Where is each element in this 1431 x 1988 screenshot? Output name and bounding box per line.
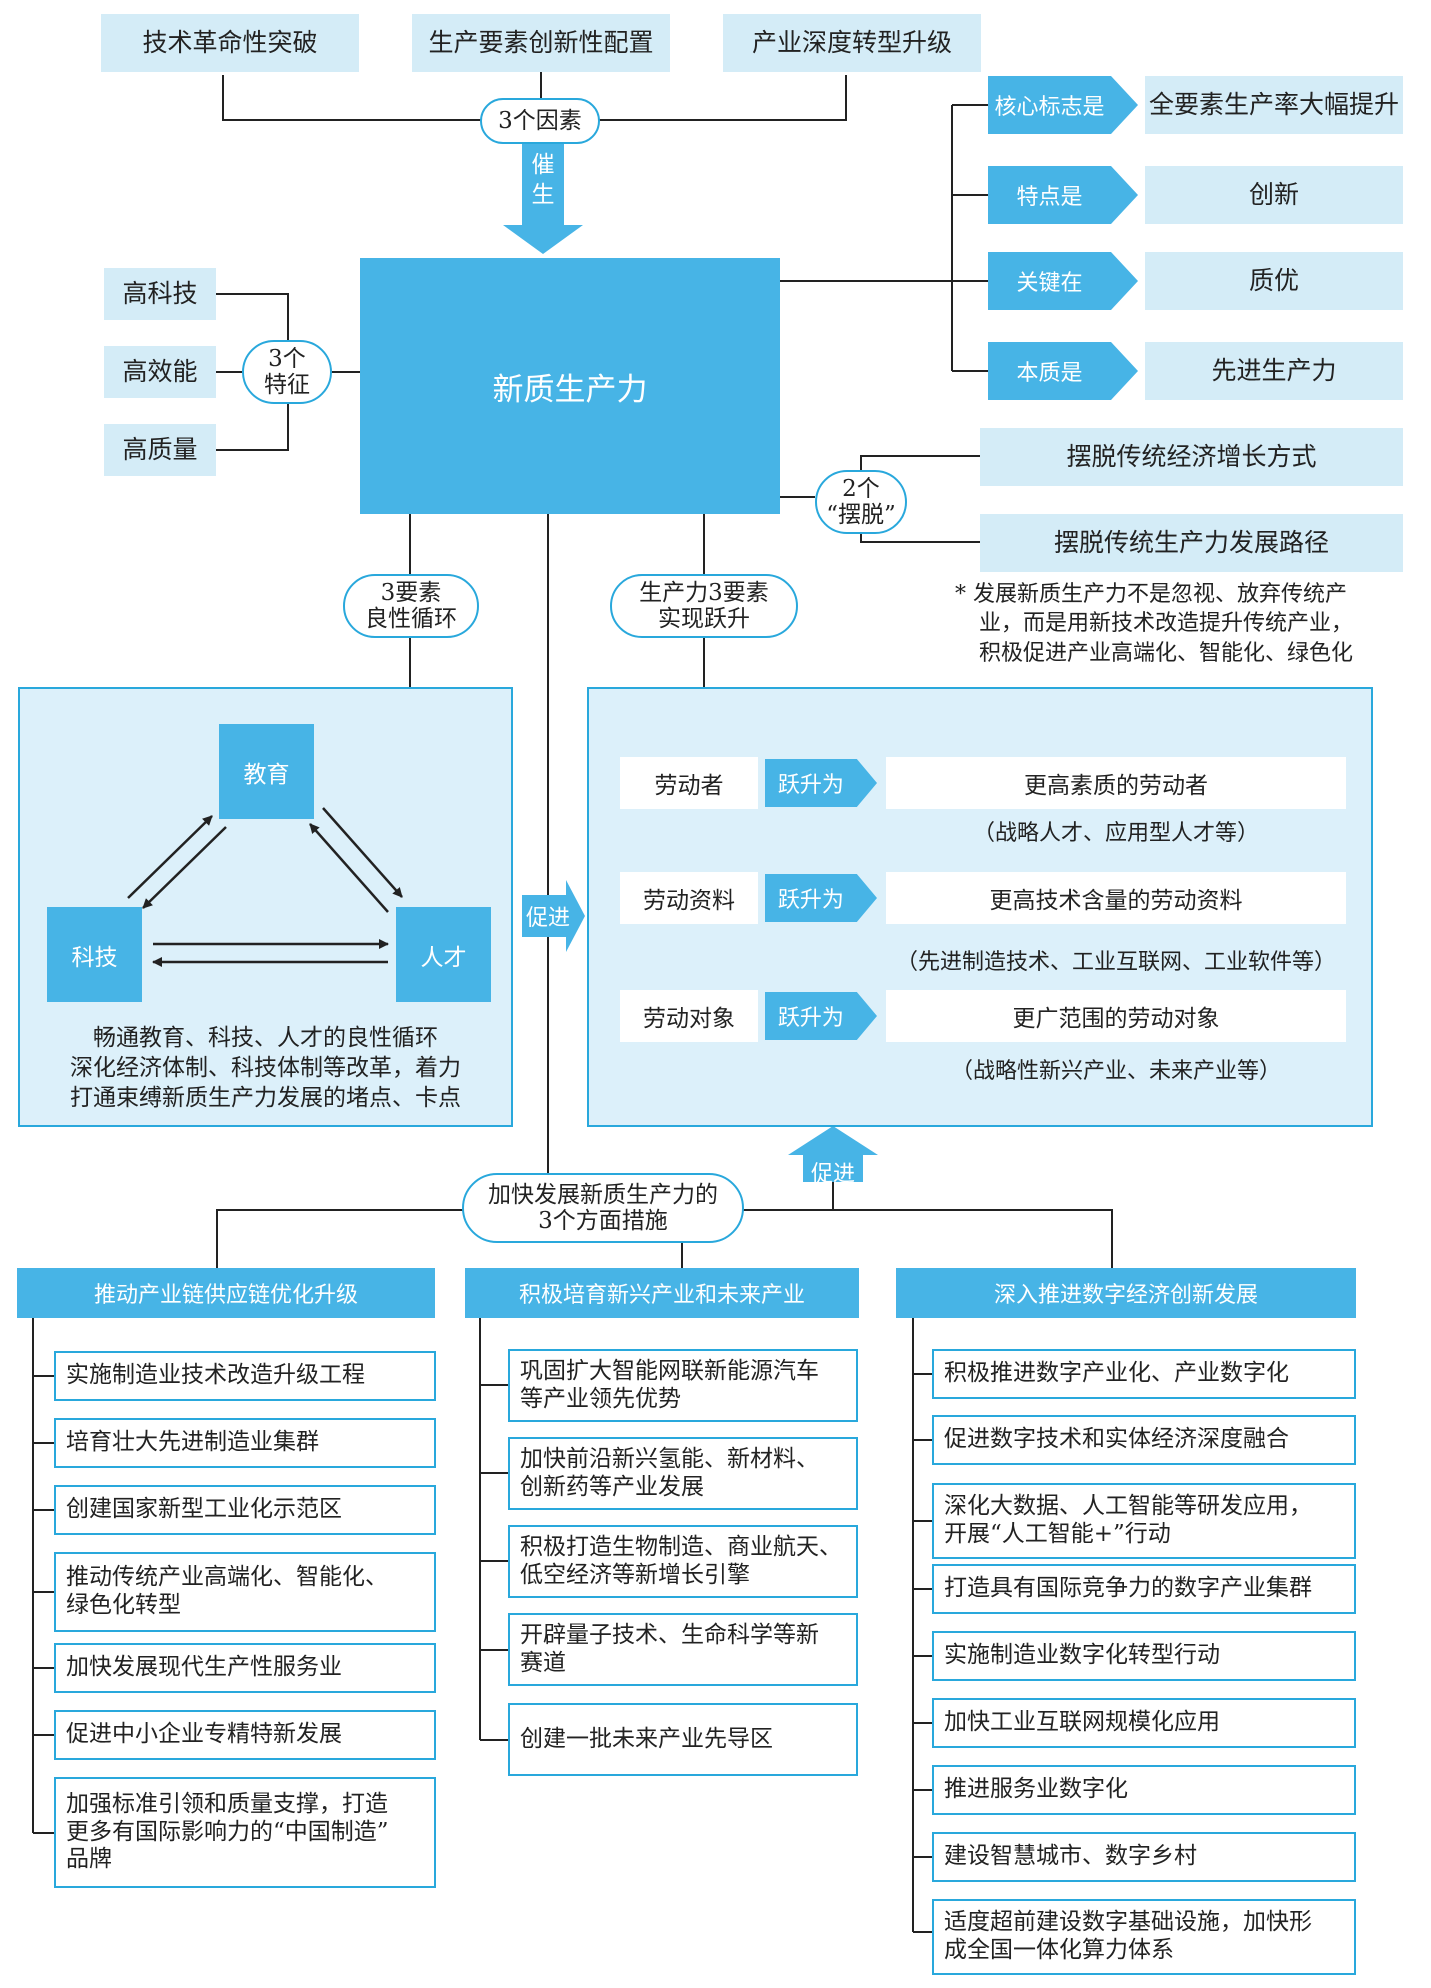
attr-value-2: 创新: [1145, 166, 1403, 224]
column-3-item-7: 推进服务业数字化: [932, 1765, 1356, 1815]
attr-value-1: 全要素生产率大幅提升: [1145, 76, 1403, 134]
column-2-item-1: 巩固扩大智能网联新能源汽车 等产业领先优势: [508, 1349, 858, 1422]
leap-verb-3: 跃升为: [765, 992, 877, 1040]
measures-pill: 加快发展新质生产力的 3个方面措施: [462, 1173, 744, 1243]
leap-pill: 生产力3要素 实现跃升: [610, 574, 798, 638]
attr-label-2: 特点是: [988, 166, 1138, 224]
cycle-pill-line-1: 3要素: [380, 579, 442, 606]
feature-1: 高科技: [104, 268, 216, 320]
promote-up-label: 促进: [810, 1162, 855, 1187]
column-3-item-3: 深化大数据、人工智能等研发应用， 开展“人工智能+”行动: [932, 1483, 1356, 1559]
catalyze-char-2: 生: [531, 182, 555, 208]
break-pill-line-2: “摆脱”: [826, 502, 896, 528]
attr-label-3: 关键在: [988, 252, 1138, 310]
column-1-item-6: 促进中小企业专精特新发展: [54, 1710, 436, 1760]
column-1-item-1: 实施制造业技术改造升级工程: [54, 1351, 436, 1401]
cycle-text: 畅通教育、科技、人才的良性循环 深化经济体制、科技体制等改革，着力 打通束缚新质…: [28, 1023, 503, 1113]
leap-from-1: 劳动者: [620, 757, 758, 809]
top-factor-3: 产业深度转型升级: [723, 14, 981, 72]
cycle-node-talent: 人才: [396, 907, 491, 1002]
attr-value-4: 先进生产力: [1145, 342, 1403, 400]
promote-side-label: 促进: [525, 906, 570, 931]
center-title: 新质生产力: [360, 258, 780, 514]
column-2-item-3: 积极打造生物制造、商业航天、 低空经济等新增长引擎: [508, 1525, 858, 1598]
measures-pill-line-2: 3个方面措施: [538, 1208, 668, 1234]
cycle-node-education: 教育: [219, 724, 314, 819]
column-1-item-2: 培育壮大先进制造业集群: [54, 1418, 436, 1468]
leap-pill-line-1: 生产力3要素: [639, 579, 769, 606]
break-pill: 2个 “摆脱”: [815, 470, 907, 534]
catalyze-label: 催 生: [522, 150, 564, 210]
column-1-item-7: 加强标准引领和质量支撑，打造 更多有国际影响力的“中国制造” 品牌: [54, 1777, 436, 1888]
column-3-item-5: 实施制造业数字化转型行动: [932, 1631, 1356, 1681]
column-2-item-2: 加快前沿新兴氢能、新材料、 创新药等产业发展: [508, 1437, 858, 1510]
attr-value-3: 质优: [1145, 252, 1403, 310]
features-pill-line-2: 特征: [264, 372, 310, 398]
leap-pill-line-2: 实现跃升: [658, 606, 750, 632]
leap-verb-2: 跃升为: [765, 874, 877, 922]
column-2-item-4: 开辟量子技术、生命科学等新 赛道: [508, 1613, 858, 1686]
leap-from-2: 劳动资料: [620, 872, 758, 924]
features-pill-line-1: 3个: [268, 345, 306, 372]
break-1: 摆脱传统经济增长方式: [980, 428, 1403, 486]
top-factor-1: 技术革命性突破: [101, 14, 359, 72]
note-line-3: 积极促进产业高端化、智能化、绿色化: [979, 640, 1354, 666]
column-1-item-3: 创建国家新型工业化示范区: [54, 1485, 436, 1535]
column-header-3: 深入推进数字经济创新发展: [896, 1268, 1356, 1318]
column-3-item-8: 建设智慧城市、数字乡村: [932, 1832, 1356, 1882]
cycle-pill: 3要素 良性循环: [343, 574, 479, 638]
measures-pill-line-1: 加快发展新质生产力的: [488, 1181, 718, 1208]
column-3-item-9: 适度超前建设数字基础设施，加快形 成全国一体化算力体系: [932, 1899, 1356, 1975]
cycle-text-line-2: 深化经济体制、科技体制等改革，着力: [70, 1055, 461, 1081]
attr-label-1: 核心标志是: [988, 76, 1138, 134]
leap-from-3: 劳动对象: [620, 990, 758, 1042]
feature-3: 高质量: [104, 424, 216, 476]
leap-sub-2: （先进制造技术、工业互联网、工业软件等）: [895, 950, 1336, 975]
note-text: * 发展新质生产力不是忽视、放弃传统产 业，而是用新技术改造提升传统产业， 积极…: [955, 580, 1405, 668]
column-3-item-2: 促进数字技术和实体经济深度融合: [932, 1415, 1356, 1465]
attr-label-4: 本质是: [988, 342, 1138, 400]
column-2-item-5: 创建一批未来产业先导区: [508, 1703, 858, 1776]
cycle-text-line-3: 打通束缚新质生产力发展的堵点、卡点: [70, 1085, 461, 1111]
cycle-node-technology: 科技: [47, 907, 142, 1002]
leap-sub-1: （战略人才、应用型人才等）: [972, 821, 1259, 846]
leap-to-1: 更高素质的劳动者: [886, 757, 1346, 809]
break-2: 摆脱传统生产力发展路径: [980, 514, 1403, 572]
top-factor-2: 生产要素创新性配置: [412, 14, 670, 72]
catalyze-char-1: 催: [531, 152, 555, 178]
note-line-2: 业，而是用新技术改造提升传统产业，: [979, 611, 1354, 637]
cycle-pill-line-2: 良性循环: [365, 606, 457, 632]
leap-to-3: 更广范围的劳动对象: [886, 990, 1346, 1042]
column-header-1: 推动产业链供应链优化升级: [17, 1268, 435, 1318]
cycle-text-line-1: 畅通教育、科技、人才的良性循环: [93, 1025, 438, 1051]
column-3-item-6: 加快工业互联网规模化应用: [932, 1698, 1356, 1748]
factors-pill: 3个因素: [480, 98, 600, 144]
column-header-2: 积极培育新兴产业和未来产业: [465, 1268, 859, 1318]
column-1-item-4: 推动传统产业高端化、智能化、 绿色化转型: [54, 1552, 436, 1632]
leap-verb-1: 跃升为: [765, 759, 877, 807]
feature-2: 高效能: [104, 346, 216, 398]
column-3-item-4: 打造具有国际竞争力的数字产业集群: [932, 1564, 1356, 1614]
features-pill: 3个 特征: [242, 340, 332, 404]
note-line-1: * 发展新质生产力不是忽视、放弃传统产: [955, 582, 1347, 607]
break-pill-line-1: 2个: [842, 475, 880, 502]
column-1-item-5: 加快发展现代生产性服务业: [54, 1643, 436, 1693]
column-3-item-1: 积极推进数字产业化、产业数字化: [932, 1349, 1356, 1399]
leap-to-2: 更高技术含量的劳动资料: [886, 872, 1346, 924]
leap-sub-3: （战略性新兴产业、未来产业等）: [950, 1059, 1281, 1084]
